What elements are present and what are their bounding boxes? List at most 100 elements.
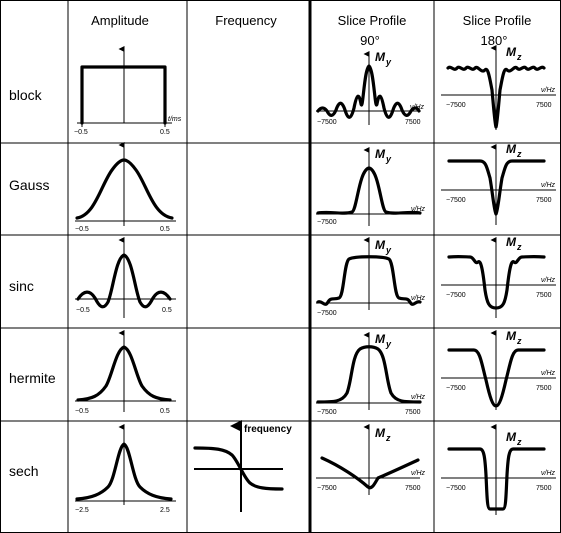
svg-text:M: M	[506, 329, 517, 343]
svg-text:y: y	[385, 57, 392, 67]
svg-text:M: M	[375, 332, 386, 346]
amplitude-sech-curve	[75, 442, 173, 501]
p180-hermite-axes	[441, 330, 556, 410]
amp-block-tick-right: 0.5	[160, 129, 170, 136]
p90-hermite-unit: ν/Hz	[411, 394, 426, 401]
svg-text:z: z	[516, 242, 522, 252]
row-label-sech: sech	[9, 463, 39, 479]
p90-sech-unit: ν/Hz	[411, 470, 426, 477]
p90-sinc-axes	[316, 237, 420, 310]
p180-sinc-tick-left: −7500	[446, 292, 466, 299]
amp-sinc-tick-right: 0.5	[162, 307, 172, 314]
p180-sech-curve	[447, 447, 546, 511]
p90-hermite-mlabel: M y	[375, 332, 392, 349]
amplitude-sech-axes	[75, 424, 176, 505]
p90-sinc-tick-left: −7500	[317, 310, 337, 317]
row-label-hermite: hermite	[9, 370, 56, 386]
p180-gauss-tick-right: 7500	[536, 197, 552, 204]
svg-text:z: z	[516, 52, 522, 62]
p180-block-tick-right: 7500	[536, 102, 552, 109]
amp-gauss-tick-left: −0.5	[75, 226, 89, 233]
p180-gauss-mlabel: M z	[506, 142, 522, 159]
p90-hermite-curve	[316, 345, 422, 404]
amplitude-block-curve	[80, 65, 167, 125]
p90-block-curve	[316, 64, 421, 119]
amp-sech-tick-right: 2.5	[160, 507, 170, 514]
p180-hermite-mlabel: M z	[506, 329, 522, 346]
svg-text:z: z	[516, 149, 522, 159]
svg-text:y: y	[385, 245, 392, 255]
p90-hermite-tick-right: 7500	[405, 409, 421, 416]
amp-block-tick-left: −0.5	[74, 129, 88, 136]
svg-text:M: M	[506, 430, 517, 444]
header-slice-180: Slice Profile	[463, 13, 532, 28]
p180-sinc-curve	[447, 254, 546, 310]
svg-text:z: z	[385, 433, 391, 443]
header-slice-90: Slice Profile	[338, 13, 407, 28]
header-slice-90-angle: 90°	[360, 33, 380, 48]
header-amplitude: Amplitude	[91, 13, 149, 28]
p90-sech-axes	[316, 424, 420, 495]
frequency-sech-label: frequency	[244, 424, 292, 435]
p180-sech-tick-left: −7500	[446, 485, 466, 492]
svg-text:y: y	[385, 154, 392, 164]
amp-sinc-tick-left: −0.5	[76, 307, 90, 314]
p180-block-curve	[446, 65, 546, 129]
p90-sinc-mlabel: M y	[375, 238, 392, 255]
amplitude-gauss-curve	[75, 158, 174, 220]
amp-gauss-tick-right: 0.5	[160, 226, 170, 233]
p180-hermite-tick-left: −7500	[446, 385, 466, 392]
p180-block-mlabel: M z	[506, 45, 522, 62]
p180-sech-unit: ν/Hz	[541, 470, 556, 477]
p180-block-unit: ν/Hz	[541, 87, 556, 94]
amplitude-hermite-curve	[76, 345, 172, 402]
svg-text:M: M	[506, 45, 517, 59]
header-frequency: Frequency	[215, 13, 277, 28]
p90-block-tick-left: −7500	[317, 119, 337, 126]
svg-text:z: z	[516, 437, 522, 447]
p90-block-mlabel: M y	[375, 50, 392, 67]
p90-sinc-unit: ν/Hz	[411, 295, 426, 302]
row-label-sinc: sinc	[9, 278, 34, 294]
p90-block-tick-right: 7500	[405, 119, 421, 126]
amplitude-sinc-axes	[75, 237, 176, 318]
svg-text:M: M	[506, 142, 517, 156]
p180-sech-mlabel: M z	[506, 430, 522, 447]
amplitude-block-axes	[77, 46, 172, 127]
p180-block-tick-left: −7500	[446, 102, 466, 109]
p90-sinc-curve	[316, 255, 422, 306]
row-label-block: block	[9, 87, 43, 103]
p90-sech-curve	[320, 456, 420, 490]
row-label-gauss: Gauss	[9, 177, 49, 193]
svg-text:y: y	[385, 339, 392, 349]
p90-gauss-tick-left: −7500	[317, 219, 337, 226]
p90-gauss-axes	[316, 147, 420, 226]
p180-sinc-unit: ν/Hz	[541, 277, 556, 284]
amp-sech-tick-left: −2.5	[75, 507, 89, 514]
p180-sinc-tick-right: 7500	[536, 292, 552, 299]
amp-block-unit: t/ms	[168, 116, 182, 123]
svg-text:M: M	[375, 426, 386, 440]
svg-text:M: M	[506, 235, 517, 249]
p180-hermite-tick-right: 7500	[536, 385, 552, 392]
svg-text:z: z	[516, 336, 522, 346]
amp-hermite-tick-right: 0.5	[160, 408, 170, 415]
p90-hermite-tick-left: −7500	[317, 409, 337, 416]
p180-hermite-curve	[447, 348, 546, 408]
p90-sech-mlabel: M z	[375, 426, 391, 443]
p180-sinc-mlabel: M z	[506, 235, 522, 252]
p180-sech-axes	[441, 424, 556, 515]
p180-gauss-unit: ν/Hz	[541, 182, 556, 189]
p90-sech-tick-right: 7500	[405, 485, 421, 492]
p90-gauss-mlabel: M y	[375, 147, 392, 164]
svg-text:M: M	[375, 50, 386, 64]
p180-sinc-axes	[441, 237, 556, 318]
p90-gauss-unit: ν/Hz	[411, 206, 426, 213]
frequency-sech-curve	[193, 446, 284, 491]
p180-gauss-tick-left: −7500	[446, 197, 466, 204]
svg-text:M: M	[375, 147, 386, 161]
p180-gauss-curve	[447, 159, 546, 216]
p90-gauss-curve	[316, 166, 422, 215]
